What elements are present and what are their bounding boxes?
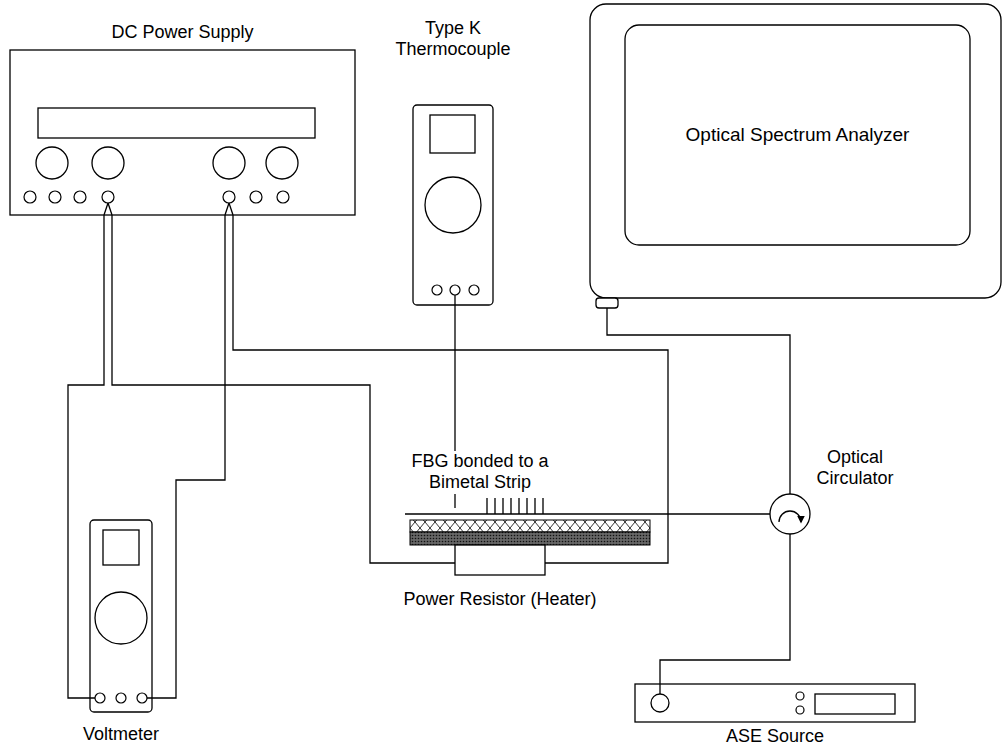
meter-body	[413, 105, 493, 305]
optical-spectrum-analyzer: Optical Spectrum Analyzer	[590, 4, 1002, 308]
meter-screen	[430, 115, 475, 153]
supply-button	[49, 191, 61, 203]
optical-fiber	[650, 513, 770, 514]
node-label: Voltmeter	[61, 724, 181, 746]
power-resistor	[455, 545, 545, 575]
meter-terminal	[137, 693, 147, 703]
thermocouple-meter: Type K Thermocouple	[413, 105, 493, 305]
terminal-stub	[659, 684, 660, 694]
supply-knob	[266, 147, 298, 179]
ase-button	[796, 692, 804, 700]
terminal-stub	[454, 295, 455, 305]
meter-dial	[425, 177, 481, 233]
optical-fiber	[607, 308, 790, 494]
terminal-stub	[104, 203, 233, 215]
fbg-bimetal-strip: FBG bonded to a Bimetal Strip	[410, 508, 650, 545]
meter-screen	[103, 530, 139, 565]
analyzer-housing	[590, 4, 1001, 298]
supply-button	[277, 191, 289, 203]
circulator-symbol	[770, 494, 810, 534]
analyzer-screen	[625, 25, 970, 245]
voltmeter: Voltmeter	[90, 520, 152, 712]
analyzer-port	[596, 298, 618, 308]
wire	[68, 215, 104, 698]
supply-display	[38, 108, 315, 138]
power-resistor: Power Resistor (Heater)	[455, 545, 545, 575]
node-label: DC Power Supply	[53, 22, 313, 44]
bimetal-layer	[410, 520, 650, 532]
meter-body	[90, 520, 152, 712]
supply-terminal	[223, 191, 235, 203]
meter-terminal	[450, 285, 460, 295]
supply-terminal	[102, 191, 114, 203]
meter-terminal	[432, 285, 442, 295]
wire	[233, 215, 668, 563]
ase-source: ASE Source	[635, 684, 915, 722]
supply-knob	[213, 147, 245, 179]
node-label: Optical Spectrum Analyzer	[625, 25, 970, 245]
optical-fiber	[660, 534, 790, 684]
ase-button	[796, 706, 804, 714]
meter-terminal	[95, 693, 105, 703]
node-label: Optical Circulator	[800, 447, 910, 490]
node-label: ASE Source	[675, 726, 875, 748]
power-supply-body	[10, 50, 355, 215]
power-supply: DC Power Supply	[10, 50, 355, 215]
ase-port	[651, 694, 669, 712]
terminal-stub	[90, 697, 152, 698]
ase-body	[635, 684, 915, 722]
meter-terminal	[116, 693, 126, 703]
bimetal-layer	[410, 532, 650, 545]
node-label: FBG bonded to a Bimetal Strip	[395, 451, 565, 494]
fbg-grating	[487, 498, 543, 514]
meter-dial	[95, 592, 147, 644]
supply-knob	[36, 147, 68, 179]
supply-knob	[92, 147, 124, 179]
meter-terminal	[469, 285, 479, 295]
optical-circulator: Optical Circulator	[770, 494, 810, 534]
supply-button	[74, 191, 86, 203]
wire	[152, 215, 225, 698]
node-label: Type K Thermocouple	[388, 18, 518, 61]
supply-button	[250, 191, 262, 203]
circulator-arrow	[779, 511, 801, 522]
wire	[112, 215, 455, 563]
node-label: Power Resistor (Heater)	[380, 589, 620, 611]
ase-display	[815, 694, 895, 714]
supply-button	[24, 191, 36, 203]
